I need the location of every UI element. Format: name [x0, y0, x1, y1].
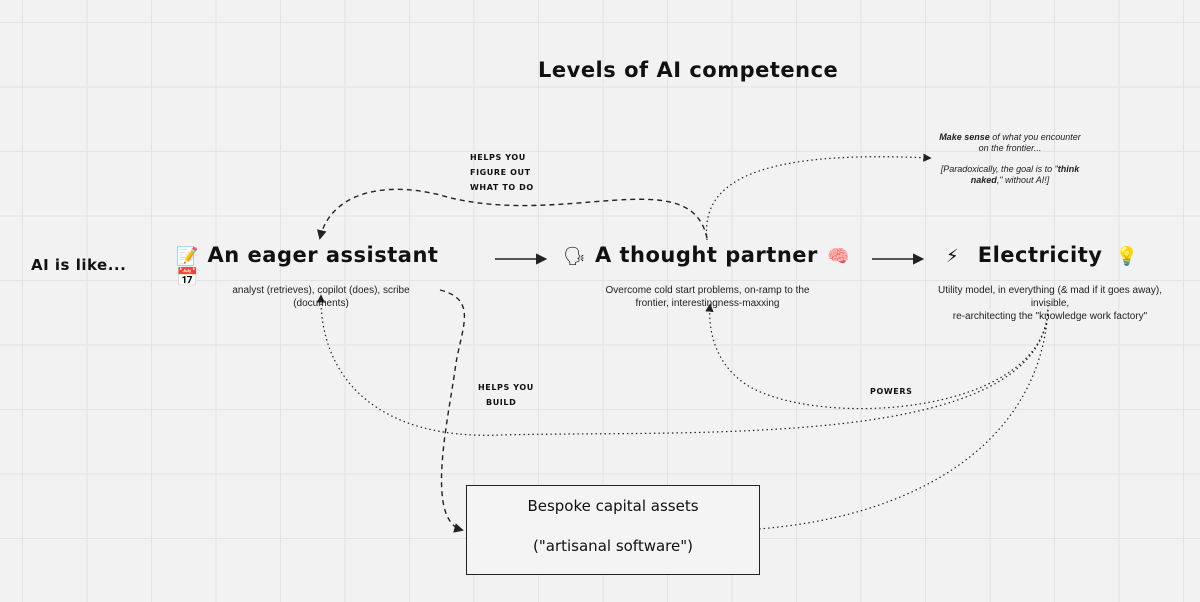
- paradox-naked: naked: [970, 175, 997, 185]
- annotation-powers: powers: [870, 387, 913, 396]
- calendar-icon: 📅: [176, 267, 199, 288]
- arrow-build: [439, 289, 466, 533]
- annotation-make-sense-line1: Make sense of what you encounter: [915, 132, 1105, 143]
- node-electricity-description-line1: Utility model, in everything (& mad if i…: [938, 285, 1162, 309]
- node-partner-description: Overcome cold start problems, on-ramp to…: [590, 284, 825, 310]
- light-bulb-icon: 💡: [1115, 246, 1138, 267]
- speaking-head-icon: 🗣: [563, 246, 586, 267]
- arrow-electricity-to-capital: [742, 309, 1049, 534]
- arrow-electricity-to-assistant: [316, 294, 1049, 436]
- node-partner-description-line2: frontier, interestingness-maxxing: [635, 298, 780, 309]
- node-electricity: ⚡ Electricity 💡: [946, 243, 1176, 267]
- annotation-figure-out-line2: figure out: [470, 168, 531, 177]
- arrow-make-sense: [705, 153, 932, 241]
- paradox-prefix: [Paradoxically, the goal is to ": [940, 164, 1058, 174]
- annotation-paradox: [Paradoxically, the goal is to "think na…: [915, 164, 1105, 186]
- arrow-powers: [705, 303, 1049, 410]
- node-partner: 🗣 A thought partner 🧠: [563, 243, 863, 267]
- node-assistant: 📝 An eager assistant 📅: [176, 243, 466, 288]
- make-sense-rest: of what you encounter: [989, 132, 1081, 142]
- annotation-build-line2: build: [486, 398, 517, 407]
- paradox-suffix: ," without AI!]: [996, 175, 1050, 185]
- annotation-make-sense: Make sense of what you encounter on the …: [915, 132, 1105, 186]
- annotation-build: helps you build: [478, 380, 538, 410]
- node-assistant-description: analyst (retrieves), copilot (does), scr…: [232, 285, 410, 309]
- annotation-figure-out: helps you figure out what to do: [470, 150, 540, 195]
- capital-assets-line1: Bespoke capital assets: [527, 497, 699, 515]
- make-sense-bold: Make sense: [939, 132, 990, 142]
- annotation-build-line1: helps you: [478, 383, 534, 392]
- lightning-icon: ⚡: [946, 246, 959, 267]
- node-partner-title: A thought partner: [594, 243, 818, 267]
- brain-icon: 🧠: [826, 246, 850, 267]
- paradox-think: think: [1057, 164, 1080, 174]
- memo-icon: 📝: [176, 246, 199, 267]
- capital-assets-line2: ("artisanal software"): [533, 537, 693, 555]
- node-partner-description-line1: Overcome cold start problems, on-ramp to…: [605, 285, 810, 296]
- annotation-figure-out-line3: what to do: [470, 183, 534, 192]
- lead-label: AI is like...: [31, 256, 127, 274]
- page-title: Levels of AI competence: [538, 58, 839, 82]
- arrow-figure-out: [317, 188, 708, 240]
- node-electricity-description-line2: re-architecting the "knowledge work fact…: [952, 311, 1148, 322]
- node-electricity-title: Electricity: [977, 243, 1103, 267]
- node-electricity-description: Utility model, in everything (& mad if i…: [920, 284, 1180, 323]
- capital-assets-box: Bespoke capital assets ("artisanal softw…: [466, 485, 760, 575]
- annotation-figure-out-line1: helps you: [470, 153, 526, 162]
- annotation-make-sense-line2: on the frontier...: [978, 143, 1042, 153]
- node-assistant-title: An eager assistant: [207, 243, 439, 267]
